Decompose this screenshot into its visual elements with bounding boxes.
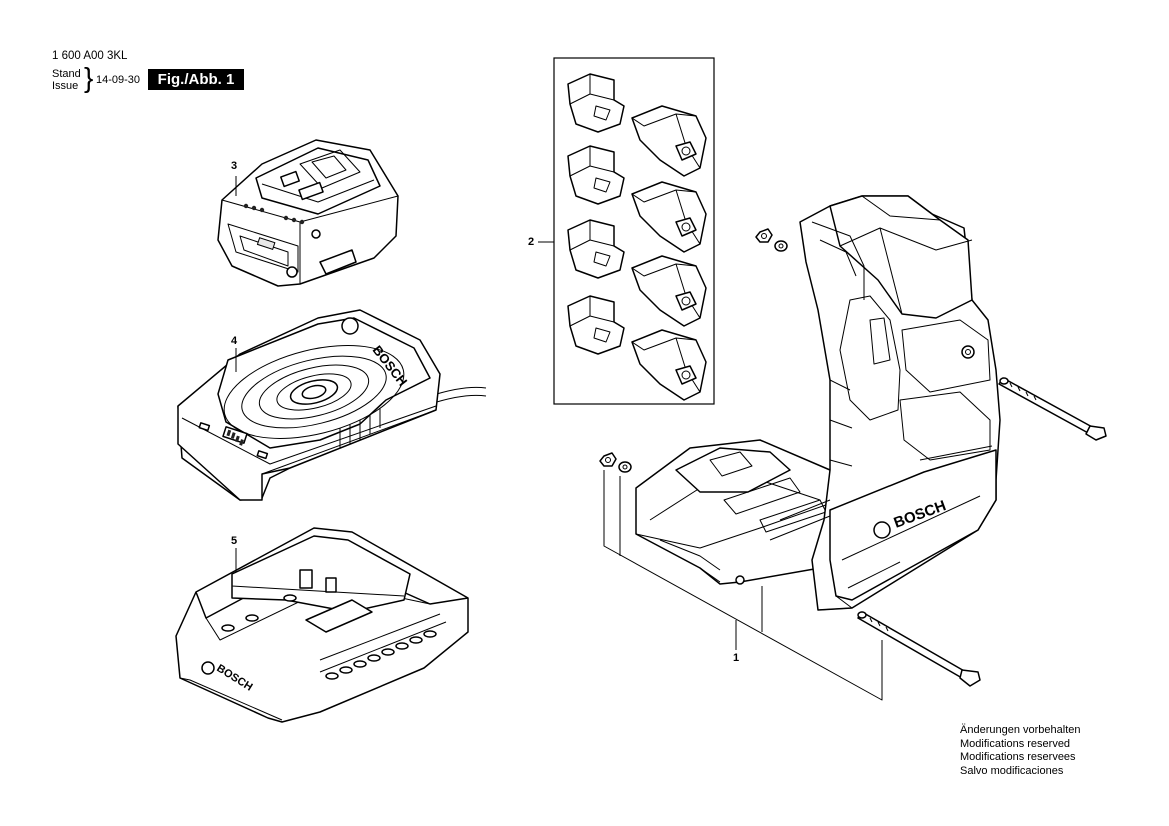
stand-label: Stand <box>52 68 81 80</box>
issue-date: 14-09-30 <box>96 74 141 86</box>
notice-line-en: Modifications reserved <box>960 737 1071 750</box>
callout-part-1: 1 <box>733 652 740 664</box>
modifications-notice: Änderungen vorbehalten Modifications res… <box>960 724 1080 778</box>
document-number: 1 600 A00 3KL <box>52 50 128 62</box>
figure-label: Fig./Abb. 1 <box>148 69 244 90</box>
charging-adapter <box>175 527 469 723</box>
callout-part-4: 4 <box>231 335 238 347</box>
notice-line-es: Salvo modificaciones <box>960 764 1064 777</box>
charger <box>177 309 487 501</box>
callout-part-2: 2 <box>528 236 535 248</box>
notice-line-de: Änderungen vorbehalten <box>960 724 1081 736</box>
clip-set <box>538 57 715 405</box>
holster-assembly <box>599 195 1107 701</box>
notice-line-fr: Modifications reservees <box>960 751 1076 763</box>
callout-part-5: 5 <box>231 535 238 547</box>
issue-label: Issue <box>52 80 79 92</box>
battery-pack <box>217 139 399 287</box>
brace-glyph: } <box>84 62 94 93</box>
callout-part-3: 3 <box>231 160 238 172</box>
